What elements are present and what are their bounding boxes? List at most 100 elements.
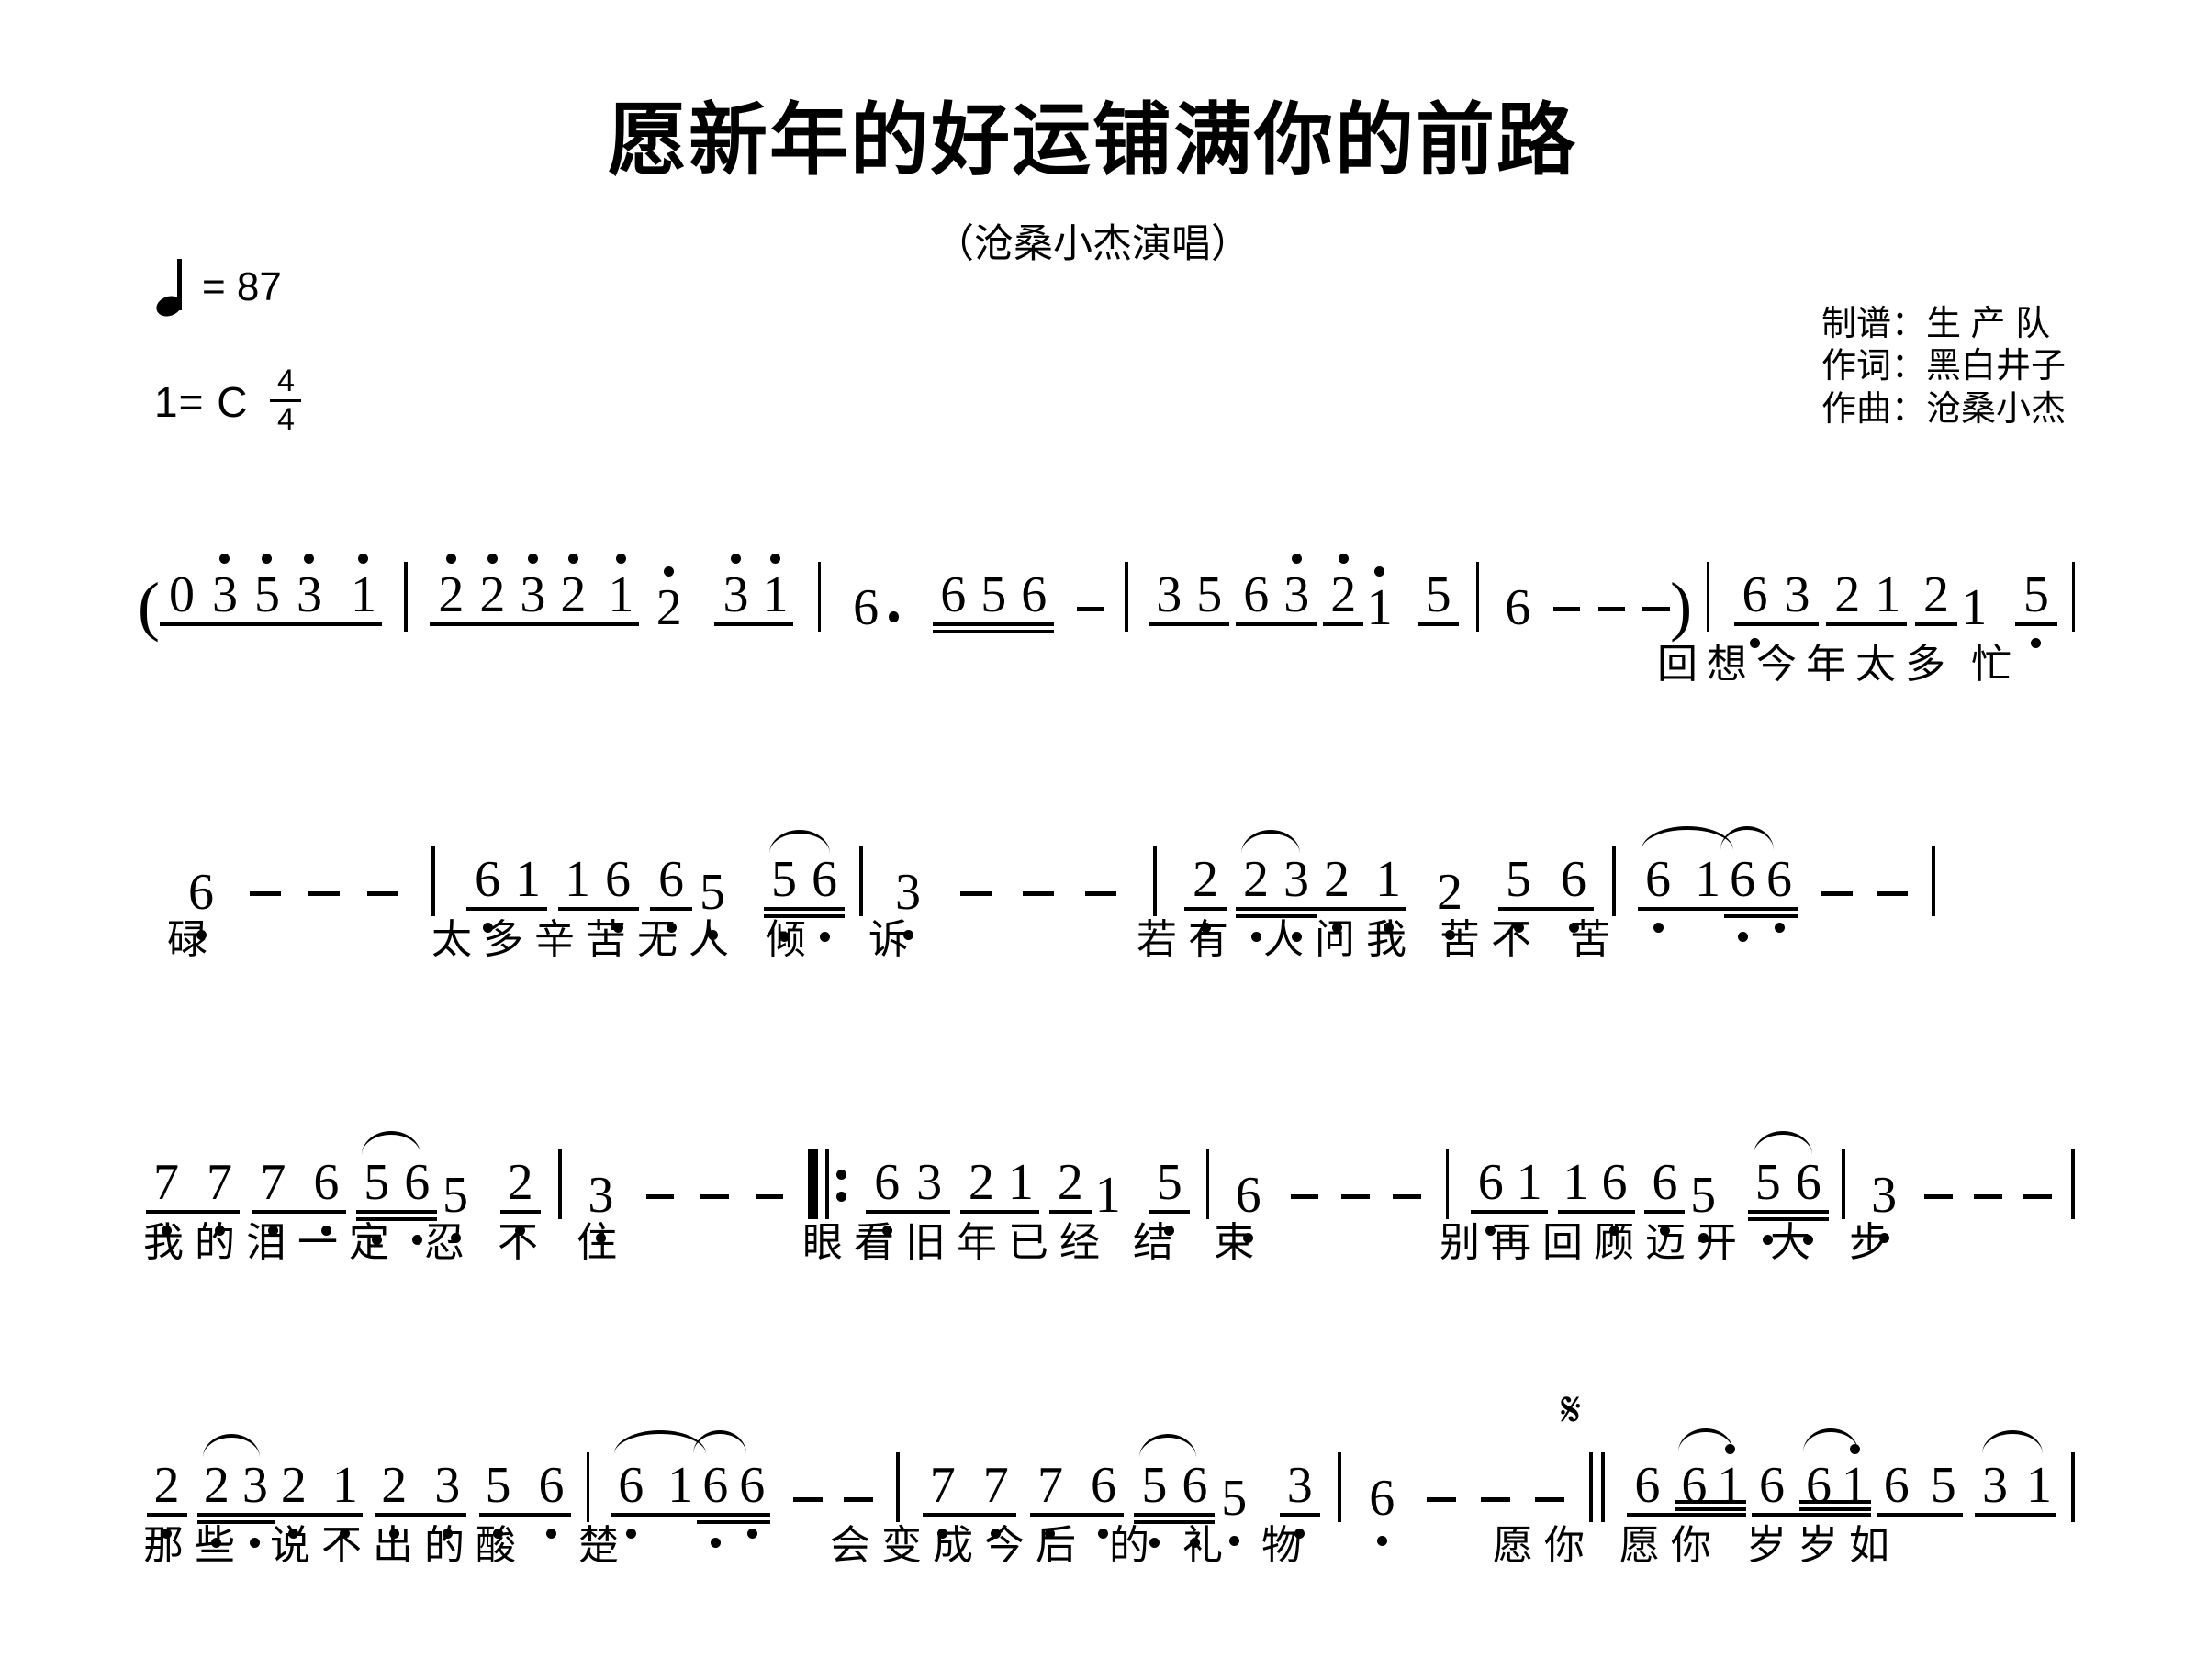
note: 6 <box>1734 569 1776 648</box>
barline <box>817 562 822 632</box>
lyric-char: 愿 <box>1619 1523 1660 1568</box>
beam-group: 3 <box>1279 1460 1320 1539</box>
slur <box>1753 1131 1812 1155</box>
note: 2 <box>1236 854 1276 942</box>
barline <box>404 562 408 632</box>
lyric-char: 后 <box>1036 1523 1076 1568</box>
note: 6 <box>1681 1457 1708 1514</box>
slur <box>1139 1434 1197 1458</box>
lyric-char: 酸 <box>476 1523 516 1568</box>
note: 6 <box>804 854 845 942</box>
note: 2 <box>275 1460 313 1539</box>
note: 1 <box>515 851 541 908</box>
repeat-start-barline <box>808 1149 847 1219</box>
beam-group: 2 3 <box>1236 830 1317 942</box>
sustain-dash <box>1821 891 1853 896</box>
beam-group: 5 6 <box>1498 854 1594 933</box>
note: 5 <box>479 1460 518 1539</box>
sustain-dash <box>1924 1194 1953 1199</box>
note: 1 <box>565 851 590 908</box>
note: 7 <box>252 1157 293 1236</box>
note: 6 <box>853 579 880 636</box>
note: 2 <box>651 566 688 633</box>
note: 1 <box>1516 1154 1542 1211</box>
note: 1 <box>1563 1154 1589 1211</box>
lyric-char: 泪 <box>246 1220 286 1265</box>
sustain-dash <box>1642 607 1671 611</box>
barline <box>1932 846 1935 916</box>
note: 1 <box>1961 579 1988 636</box>
lyric-char: 岁 <box>1798 1523 1838 1568</box>
sustain-dash <box>1076 607 1104 611</box>
note: 3 <box>887 867 929 940</box>
note: 1 <box>1094 1167 1121 1224</box>
sustain-dash <box>793 1497 824 1502</box>
lyric-char: 眼 <box>802 1220 843 1265</box>
sustain-dash <box>308 891 340 896</box>
slur <box>202 1434 260 1458</box>
song-subtitle: （沧桑小杰演唱） <box>935 222 1250 266</box>
lyric-char: 今 <box>984 1523 1025 1568</box>
lyric-char: 礼 <box>1182 1523 1223 1568</box>
lyric-char: 的 <box>424 1523 465 1568</box>
beam-group: 6 5 <box>1876 1460 1963 1524</box>
note: 6 <box>1595 1157 1635 1236</box>
note: 6 <box>1788 1157 1829 1245</box>
slur <box>614 1430 707 1454</box>
note: 3 <box>428 1460 466 1539</box>
beam-group: 3 1 <box>1975 1430 2056 1524</box>
note: 6 <box>650 854 692 933</box>
note: 2 <box>147 1460 187 1539</box>
note: 6 <box>306 1157 346 1236</box>
note: 5 <box>1134 1460 1174 1548</box>
tempo-marking: = 87 <box>153 259 282 320</box>
staff-line-4: 𝄋 2 2 3 2 1 2 3 5 6 6 <box>0 1386 2185 1680</box>
credits-block: 制谱：生 产 队 作词：黑白井子 作曲：沧桑小杰 <box>1821 303 2066 431</box>
note: 6 <box>532 1460 571 1539</box>
note: 3 <box>714 554 756 621</box>
lyric-char: 倾 <box>766 917 806 962</box>
sustain-dash <box>1341 1194 1370 1199</box>
lyric-char: 束 <box>1214 1220 1254 1265</box>
sustain-dash <box>960 891 992 896</box>
lyric-char: 变 <box>881 1523 922 1568</box>
note: 1 <box>1370 854 1406 933</box>
note: 2 <box>1834 566 1861 623</box>
lyric-char: 顾 <box>1594 1220 1634 1265</box>
lyric-char: 的 <box>1109 1523 1149 1568</box>
note: 5 <box>1425 566 1451 623</box>
barline <box>1842 1149 1845 1219</box>
credit-arranger: 制谱：生 产 队 <box>1821 305 2051 343</box>
barline <box>586 1452 590 1522</box>
lyric-char: 忙 <box>1971 642 2011 687</box>
key-signature: 1= C <box>154 378 249 427</box>
note: 2 <box>1429 867 1471 940</box>
note: 3 <box>1280 1460 1320 1539</box>
note: 6 <box>466 854 509 933</box>
note: 3 <box>288 554 331 621</box>
beam-group: 5 <box>2014 569 2057 648</box>
sustain-dash <box>1877 891 1908 896</box>
lyric-char: 苦 <box>1570 917 1610 962</box>
barline <box>1125 562 1128 632</box>
note: 1 <box>667 1457 694 1514</box>
slur <box>1720 826 1774 850</box>
note: 1 <box>1695 851 1720 908</box>
sustain-dash <box>250 891 281 896</box>
lyric-char: 经 <box>1059 1220 1100 1265</box>
note: 6 <box>1361 1473 1402 1546</box>
lyric-char: 已 <box>1008 1220 1048 1265</box>
lyric-char: 大 <box>1770 1220 1810 1265</box>
lyric-char: 一 <box>297 1220 338 1265</box>
beam-group: 3 1 <box>714 554 794 633</box>
barline <box>2071 1452 2075 1522</box>
note: 2 <box>968 1154 994 1211</box>
lyric-char: 那 <box>143 1523 184 1568</box>
lyric-char: 如 <box>1849 1523 1889 1568</box>
lyric-char: 有 <box>1188 917 1228 962</box>
barline <box>1475 562 1480 632</box>
note: 3 <box>1982 1457 2009 1514</box>
note: 6 <box>397 1157 437 1245</box>
beam-group: 2 <box>499 1157 541 1236</box>
segno-icon: 𝄋 <box>1561 1383 1582 1438</box>
